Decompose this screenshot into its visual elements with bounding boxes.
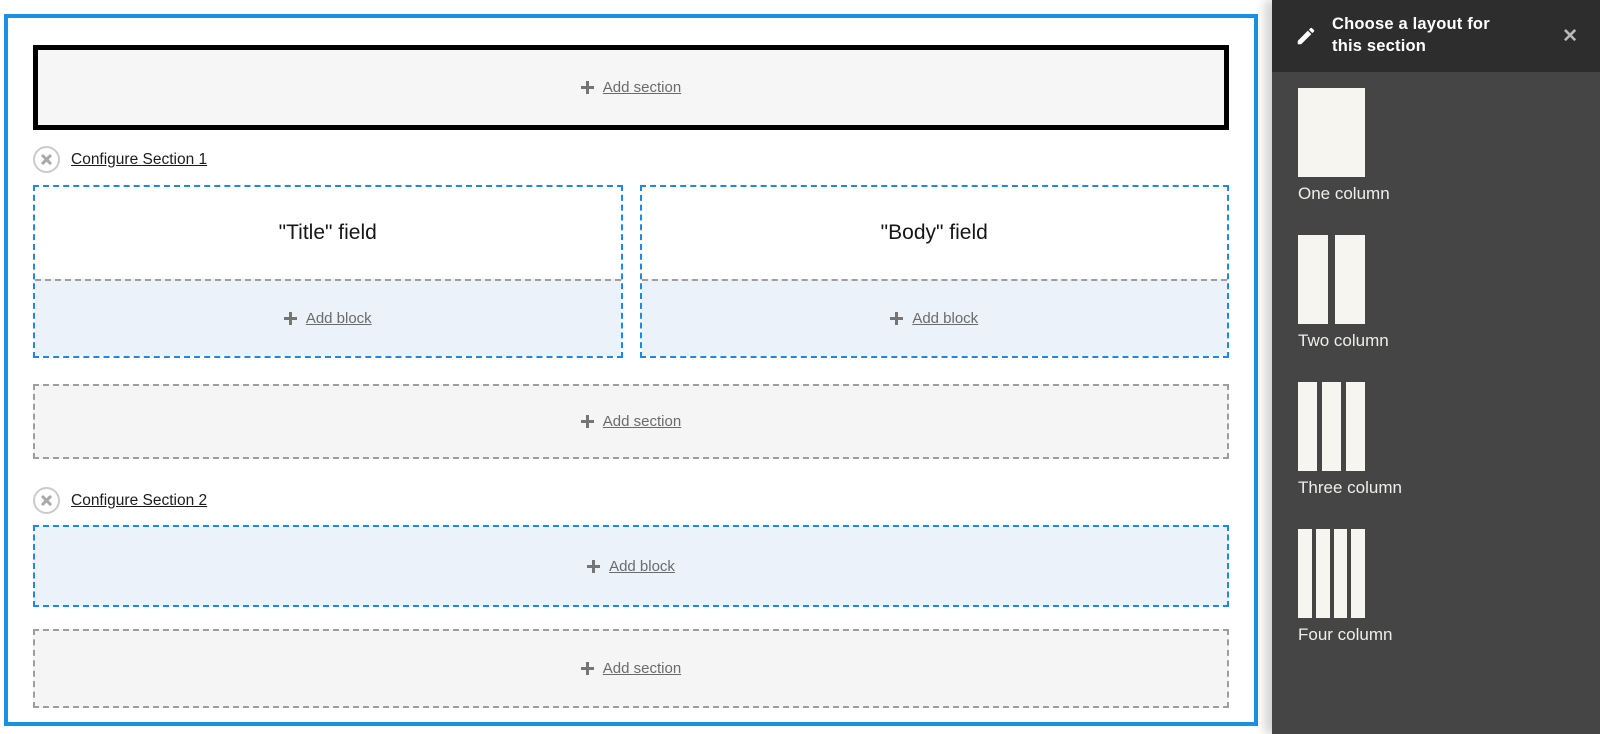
column-bar	[1351, 529, 1365, 618]
add-section-label: Add section	[602, 660, 682, 677]
column-bar	[1298, 382, 1317, 471]
layout-option-label: Two column	[1298, 331, 1389, 350]
section-1: "Title" field Add block "Body" field Add…	[33, 185, 1229, 358]
column-bar	[1298, 529, 1312, 618]
field-block-title[interactable]: "Title" field	[278, 221, 377, 244]
column-bar	[1298, 88, 1365, 177]
add-section-zone-top: Add section	[33, 45, 1229, 130]
configure-section-2-link[interactable]: Configure Section 2	[71, 491, 208, 509]
layout-option-four-column[interactable]: Four column	[1298, 529, 1458, 645]
three-column-preview-icon	[1298, 382, 1365, 471]
pencil-icon	[1297, 27, 1315, 45]
add-block-zone-col-1: Add block	[35, 279, 621, 356]
configure-section-1-link[interactable]: Configure Section 1	[71, 150, 208, 168]
column-bar	[1298, 235, 1328, 324]
four-column-preview-icon	[1298, 529, 1365, 618]
layout-option-label: Three column	[1298, 478, 1402, 497]
column-bar	[1315, 529, 1330, 618]
add-block-link-section-2[interactable]: Add block	[587, 558, 675, 575]
add-block-link-col-1[interactable]: Add block	[283, 310, 372, 327]
plus-icon	[283, 312, 297, 325]
remove-section-2-button[interactable]	[33, 487, 60, 514]
add-section-label: Add section	[602, 413, 682, 430]
layout-builder-canvas: Add section Configure Section 1 "Title" …	[4, 14, 1258, 726]
sidebar-header: Choose a layout for this section ✕	[1272, 0, 1600, 72]
layout-option-label: One column	[1298, 184, 1390, 203]
section-1-column-2: "Body" field Add block	[639, 185, 1229, 358]
add-block-label: Add block	[609, 557, 675, 575]
column-bar	[1322, 382, 1341, 471]
plus-icon	[580, 662, 594, 675]
section-2-header: Configure Section 2	[33, 487, 1229, 514]
sidebar-title: Choose a layout for this section	[1332, 15, 1490, 55]
layout-option-two-column[interactable]: Two column	[1298, 235, 1458, 351]
plus-icon	[890, 312, 904, 325]
field-block-body[interactable]: "Body" field	[880, 221, 988, 244]
add-section-link-top[interactable]: Add section	[580, 79, 682, 96]
column-bar	[1335, 235, 1365, 324]
choose-layout-sidebar: Choose a layout for this section ✕ One c…	[1272, 0, 1600, 734]
column-bar	[1333, 529, 1348, 618]
close-icon[interactable]: ✕	[1562, 25, 1578, 47]
remove-section-1-button[interactable]	[33, 146, 60, 173]
add-section-zone-middle: Add section	[33, 384, 1229, 459]
layout-option-one-column[interactable]: One column	[1298, 88, 1458, 204]
layout-option-label: Four column	[1298, 625, 1393, 644]
add-block-label: Add block	[912, 310, 979, 327]
add-section-zone-bottom: Add section	[33, 629, 1229, 708]
section-2-add-block-zone: Add block	[33, 525, 1229, 607]
plus-icon	[580, 415, 594, 428]
column-bar	[1346, 382, 1365, 471]
add-block-label: Add block	[305, 310, 372, 327]
section-1-column-1: "Title" field Add block	[33, 185, 623, 358]
one-column-preview-icon	[1298, 88, 1365, 177]
plus-icon	[587, 559, 601, 573]
add-block-link-col-2[interactable]: Add block	[890, 310, 978, 327]
section-1-header: Configure Section 1	[33, 146, 1229, 173]
add-section-link-bottom[interactable]: Add section	[580, 660, 682, 677]
add-section-label: Add section	[602, 79, 682, 96]
plus-icon	[580, 81, 594, 94]
add-section-link-middle[interactable]: Add section	[580, 413, 682, 430]
layout-option-three-column[interactable]: Three column	[1298, 382, 1458, 498]
two-column-preview-icon	[1298, 235, 1365, 324]
add-block-zone-col-2: Add block	[641, 279, 1227, 356]
